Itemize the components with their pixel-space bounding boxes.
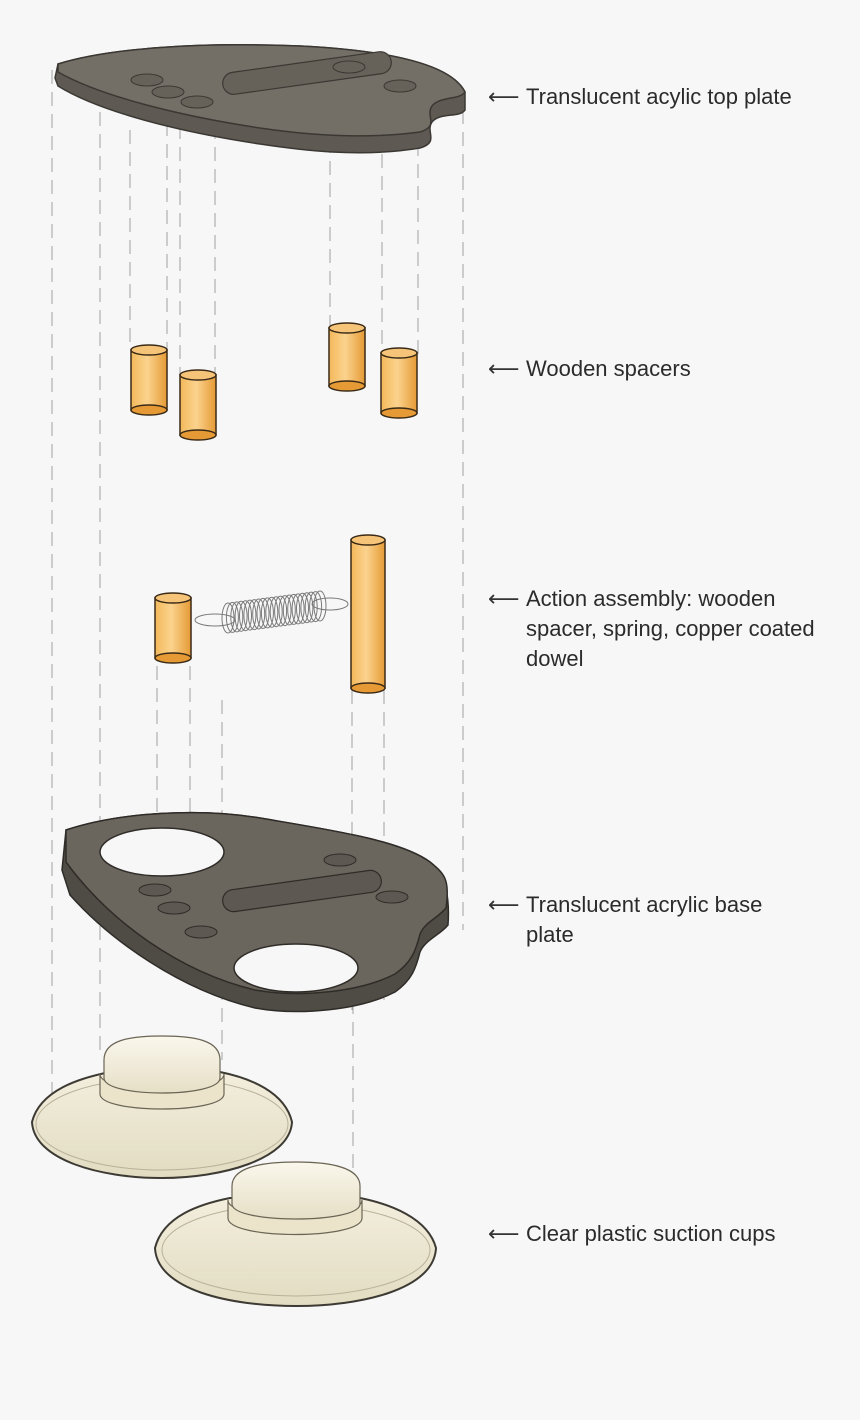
spring-coil bbox=[304, 591, 318, 623]
left-arrow-icon: ⟵ bbox=[488, 356, 520, 381]
spring-coil bbox=[247, 599, 261, 631]
spacer-2 bbox=[179, 369, 217, 441]
suction-cup-1 bbox=[30, 1035, 294, 1180]
label-suction-cups: ⟵ Clear plastic suction cups bbox=[488, 1219, 846, 1249]
spring-coil bbox=[256, 597, 270, 629]
left-arrow-icon: ⟵ bbox=[488, 892, 520, 917]
label-text: Action assembly: wooden spacer, spring, … bbox=[526, 586, 815, 671]
spring-coil bbox=[274, 595, 288, 627]
label-wooden-spacers: ⟵ Wooden spacers bbox=[488, 354, 846, 384]
spring-coil bbox=[265, 596, 279, 628]
base-plate bbox=[61, 811, 450, 1013]
spacer-3 bbox=[328, 322, 366, 392]
spring-coil bbox=[243, 599, 257, 631]
spring-coil bbox=[269, 596, 283, 628]
spring-coil bbox=[309, 591, 323, 623]
left-arrow-icon: ⟵ bbox=[488, 84, 520, 109]
spring-coil bbox=[313, 590, 327, 622]
left-arrow-icon: ⟵ bbox=[488, 1221, 520, 1246]
copper-dowel bbox=[350, 534, 386, 694]
label-action-assembly: ⟵ Action assembly: wooden spacer, spring… bbox=[488, 584, 826, 674]
spring-coil bbox=[282, 594, 296, 626]
label-text: Clear plastic suction cups bbox=[526, 1221, 776, 1246]
spring bbox=[194, 590, 349, 634]
spring-coil bbox=[225, 601, 239, 633]
spring-coil bbox=[221, 602, 235, 634]
top-plate bbox=[54, 44, 466, 154]
action-assembly bbox=[154, 534, 386, 694]
label-text: Translucent acylic top plate bbox=[526, 84, 792, 109]
wooden-spacers bbox=[130, 322, 418, 441]
spring-coil bbox=[260, 597, 274, 629]
spring-coil bbox=[287, 593, 301, 625]
spring-coil bbox=[252, 598, 266, 630]
spring-coil bbox=[291, 593, 305, 625]
label-text: Wooden spacers bbox=[526, 356, 691, 381]
left-arrow-icon: ⟵ bbox=[488, 586, 520, 611]
spacer-4 bbox=[380, 347, 418, 419]
spring-coil bbox=[230, 601, 244, 633]
label-text: Translucent acrylic base plate bbox=[526, 892, 763, 947]
spring-coil bbox=[278, 595, 292, 627]
spacer-1 bbox=[130, 344, 168, 416]
spring-coil bbox=[239, 600, 252, 632]
label-top-plate: ⟵ Translucent acylic top plate bbox=[488, 82, 846, 112]
guide-lines bbox=[51, 70, 464, 1180]
label-base-plate: ⟵ Translucent acrylic base plate bbox=[488, 890, 806, 950]
spring-coil bbox=[296, 592, 309, 624]
action-spacer bbox=[154, 592, 192, 664]
spring-coil bbox=[234, 600, 248, 632]
spring-coil bbox=[300, 592, 314, 624]
suction-cup-2 bbox=[153, 1161, 438, 1308]
